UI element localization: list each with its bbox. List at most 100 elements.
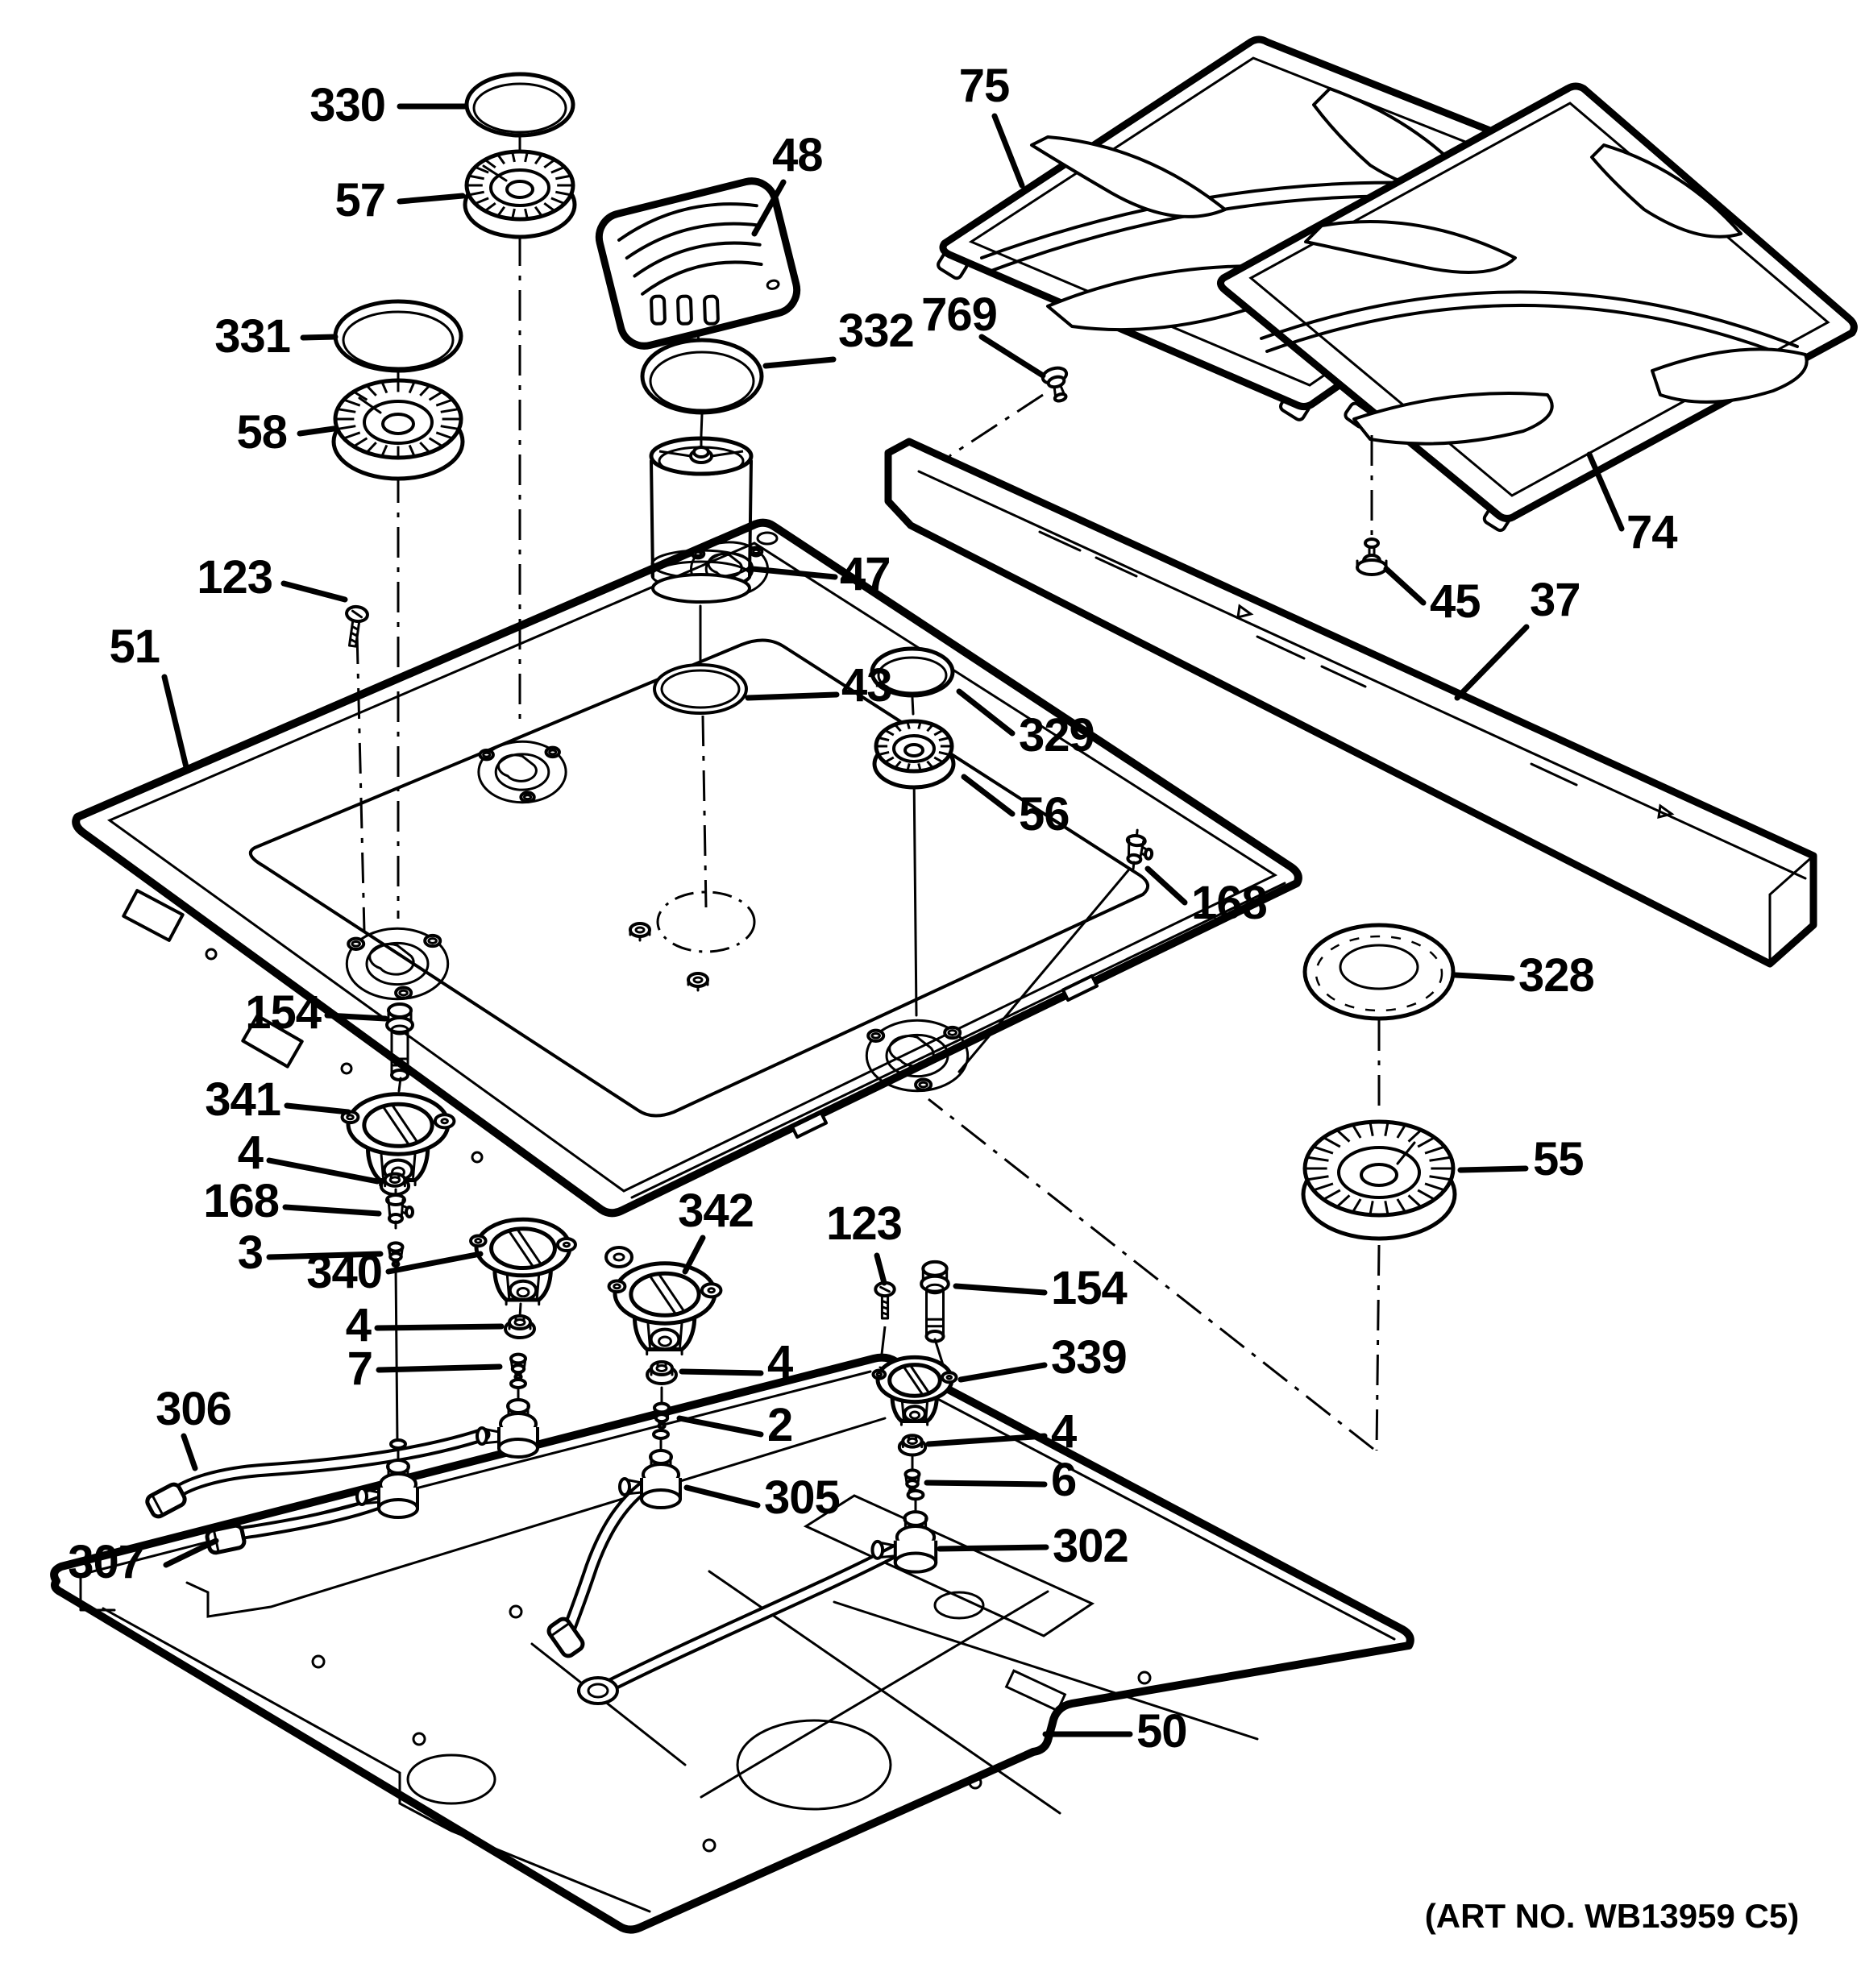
callout-label-302-39: 302	[1053, 1520, 1128, 1572]
orifice-7	[509, 1352, 527, 1380]
burner-head-56	[874, 721, 953, 787]
burner-cap-332	[642, 340, 762, 413]
callout-leader-37-13	[1454, 624, 1530, 701]
callout-leader-339-36	[957, 1362, 1048, 1383]
callout-label-123-34: 123	[826, 1197, 902, 1250]
stud-154-right	[921, 1262, 949, 1370]
tube-306	[145, 1378, 539, 1519]
callout-label-329-15: 329	[1019, 709, 1094, 762]
burner-head-58	[334, 380, 463, 479]
callout-label-123-4: 123	[197, 551, 272, 604]
callout-label-58-3: 58	[236, 406, 287, 459]
bottom-pan-50	[54, 1358, 1410, 1930]
burner-cap-329	[872, 649, 953, 695]
callout-leader-328-18	[1452, 972, 1515, 982]
callout-label-342-30: 342	[678, 1185, 754, 1237]
callout-leader-4-31	[679, 1368, 764, 1376]
callout-label-37-13: 37	[1530, 574, 1580, 626]
gas-line-341	[396, 1267, 397, 1444]
callout-leader-3-24	[266, 1251, 384, 1260]
callout-label-331-2: 331	[214, 310, 290, 363]
callout-leader-48-6	[751, 179, 787, 237]
callout-leader-74-14	[1586, 451, 1625, 532]
callout-leader-51-5	[161, 674, 190, 774]
callout-leader-123-34	[874, 1252, 887, 1286]
callout-label-168-23: 168	[203, 1175, 279, 1227]
burner-head-55	[1303, 1122, 1455, 1239]
callout-label-6-38: 6	[1051, 1454, 1076, 1506]
callout-label-3-24: 3	[238, 1226, 263, 1279]
callout-leader-307-29	[163, 1538, 219, 1568]
callout-label-168-17: 168	[1191, 877, 1267, 929]
callout-leader-168-17	[1144, 865, 1188, 906]
callout-label-47-8: 47	[840, 548, 891, 600]
screw-769	[1041, 366, 1074, 404]
fitting-168-left	[385, 1188, 414, 1230]
callout-leader-58-3	[297, 425, 337, 437]
callout-label-50-40: 50	[1136, 1705, 1187, 1758]
assembly-lines	[357, 137, 1379, 1451]
callout-leader-4-22	[266, 1157, 380, 1185]
callout-leader-47-8	[750, 566, 838, 580]
callout-leader-306-28	[181, 1433, 198, 1471]
oval-burner-47	[651, 435, 751, 602]
callout-leader-4-37	[925, 1433, 1048, 1447]
callout-leader-341-21	[284, 1102, 351, 1115]
callout-leader-329-15	[956, 688, 1016, 737]
burner-base-340	[469, 1218, 577, 1306]
callout-label-339-36: 339	[1051, 1331, 1127, 1384]
assembly-line-123r	[880, 1326, 885, 1368]
art-number: (ART NO. WB13959 C5)	[1425, 1897, 1799, 1935]
callout-leader-342-30	[682, 1235, 706, 1275]
callout-label-45-12: 45	[1430, 575, 1481, 628]
callout-label-55-19: 55	[1533, 1133, 1584, 1185]
callout-label-306-28: 306	[156, 1383, 231, 1435]
callout-label-769-11: 769	[921, 288, 997, 341]
callout-leader-55-19	[1457, 1165, 1529, 1173]
callout-label-75-10: 75	[959, 60, 1010, 112]
callout-label-4-26: 4	[346, 1299, 372, 1351]
callout-label-74-14: 74	[1626, 506, 1677, 558]
center-burner-mount-circle	[658, 892, 754, 952]
callout-leader-57-1	[397, 193, 466, 205]
burner-base-341	[341, 1093, 455, 1187]
stud-154-left	[385, 1002, 414, 1091]
burner-base-342	[606, 1247, 722, 1356]
washer-4-c	[646, 1360, 678, 1385]
callout-label-43-9: 43	[841, 659, 892, 712]
callout-label-154-35: 154	[1051, 1262, 1128, 1314]
callout-leader-331-2	[300, 334, 339, 341]
callout-label-330-0: 330	[309, 79, 385, 131]
washer-4-d	[898, 1434, 927, 1457]
cooktop-panel-51	[76, 523, 1298, 1214]
callout-leader-168-23	[282, 1204, 382, 1217]
callout-leader-2-32	[676, 1415, 764, 1438]
callout-leader-769-11	[978, 334, 1046, 379]
burner-cap-328	[1305, 925, 1453, 1019]
burner-head-57	[465, 151, 575, 237]
callout-label-4-31: 4	[767, 1336, 793, 1388]
callout-leader-56-16	[961, 774, 1016, 817]
callout-leader-43-9	[745, 691, 840, 701]
callout-leader-4-26	[374, 1323, 505, 1331]
tube-307	[206, 1438, 419, 1554]
burner-cap-331	[335, 301, 461, 371]
callout-label-154-20: 154	[245, 986, 322, 1039]
callout-label-305-33: 305	[764, 1471, 840, 1524]
callout-label-332-7: 332	[838, 305, 914, 357]
callout-label-57-1: 57	[334, 174, 385, 226]
grate-74	[1220, 86, 1854, 532]
callout-leader-340-25	[385, 1251, 484, 1275]
callout-leader-154-20	[324, 1012, 388, 1022]
callout-label-4-37: 4	[1051, 1405, 1077, 1458]
spark-module-48	[594, 176, 802, 351]
callout-label-340-25: 340	[306, 1246, 382, 1298]
callout-leader-123-4	[280, 580, 348, 603]
callout-leader-154-35	[953, 1283, 1048, 1296]
callout-label-328-18: 328	[1518, 949, 1594, 1002]
screw-45	[1357, 539, 1386, 575]
callout-label-48-6: 48	[772, 129, 823, 181]
